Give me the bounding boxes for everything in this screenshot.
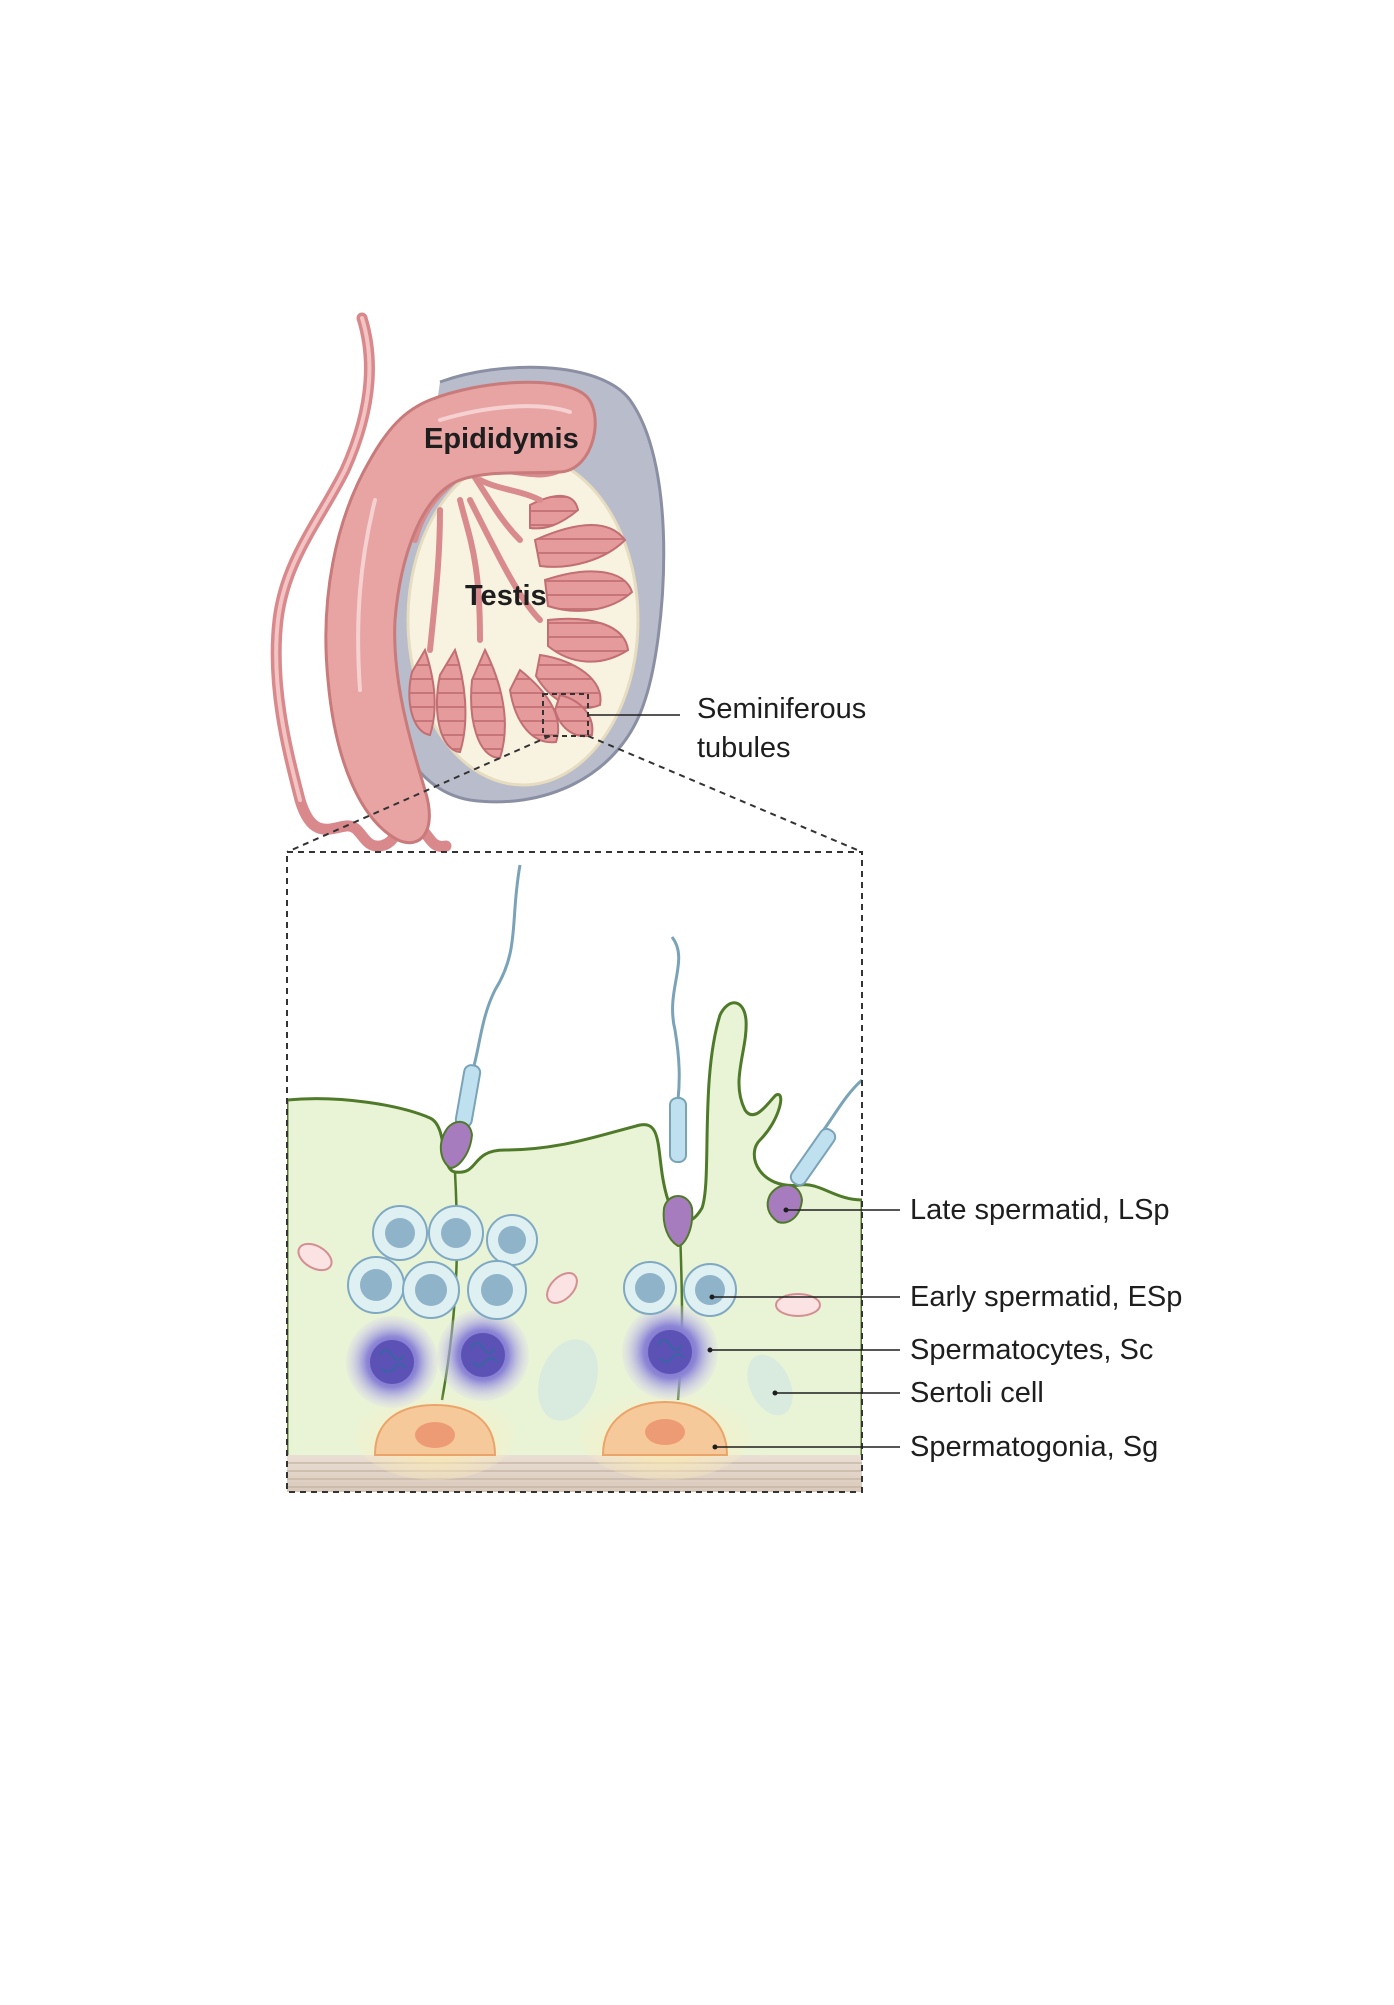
early-spermatid-label: Early spermatid, ESp: [910, 1281, 1182, 1313]
seminiferous-label-line2: tubules: [697, 732, 791, 764]
callout-labels: Late spermatid, LSp Early spermatid, ESp…: [707, 1194, 1182, 1463]
sertoli-nucleus: [538, 1339, 598, 1421]
spermatocytes-label: Spermatocytes, Sc: [910, 1334, 1153, 1366]
seminiferous-label-line1: Seminiferous: [697, 693, 866, 725]
sertoli-nucleus: [747, 1354, 793, 1416]
late-spermatid-cells: [439, 864, 862, 1248]
zoom-line-left: [286, 735, 551, 853]
mitochondria: [297, 1242, 821, 1317]
testis-label: Testis: [465, 580, 547, 612]
spermatogonia-label: Spermatogonia, Sg: [910, 1431, 1158, 1463]
epididymis-label: Epididymis: [424, 423, 579, 455]
spermatogonia-cells: [355, 1390, 750, 1480]
spermatocyte-cells: [346, 1304, 718, 1408]
seminiferous-epithelium-detail: [286, 851, 863, 1493]
epididymis-shape: [324, 380, 597, 845]
late-spermatid-label: Late spermatid, LSp: [910, 1194, 1170, 1226]
testis-organ-illustration: Epididymis Testis: [270, 312, 666, 852]
zoom-line-right: [587, 735, 863, 853]
sertoli-label: Sertoli cell: [910, 1377, 1044, 1409]
zoom-detail-frame: [286, 851, 863, 1493]
